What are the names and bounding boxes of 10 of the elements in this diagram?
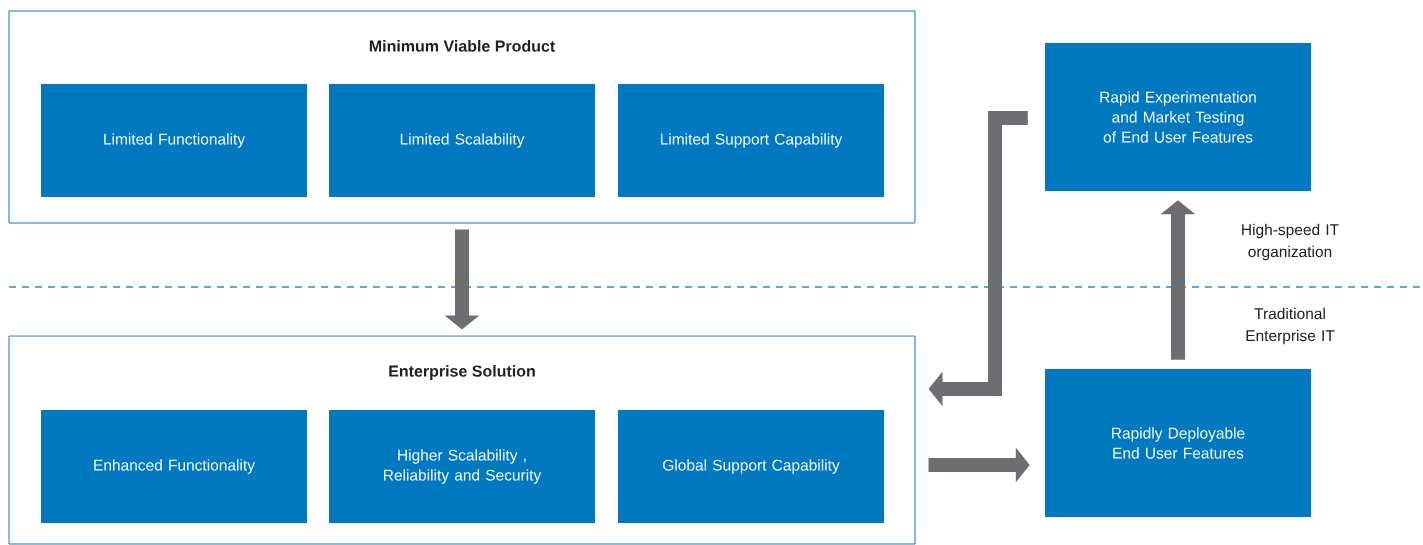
process-box: Limited Functionality — [41, 84, 307, 197]
process-box: Higher Scalability , Reliability and Security — [329, 410, 595, 523]
side-label: High-speed IT organization — [1242, 223, 1339, 261]
process-box: Global Support Capability — [618, 410, 884, 523]
process-box: Rapidly Deployable End User Features — [1045, 369, 1311, 517]
process-box: Limited Support Capability — [618, 84, 884, 197]
process-box: Enhanced Functionality — [41, 410, 307, 523]
process-box: Rapid Experimentation and Market Testing of End User Features — [1045, 43, 1311, 191]
side-label: Traditional Enterprise IT — [1246, 307, 1335, 345]
process-box: Limited Scalability — [329, 84, 595, 197]
